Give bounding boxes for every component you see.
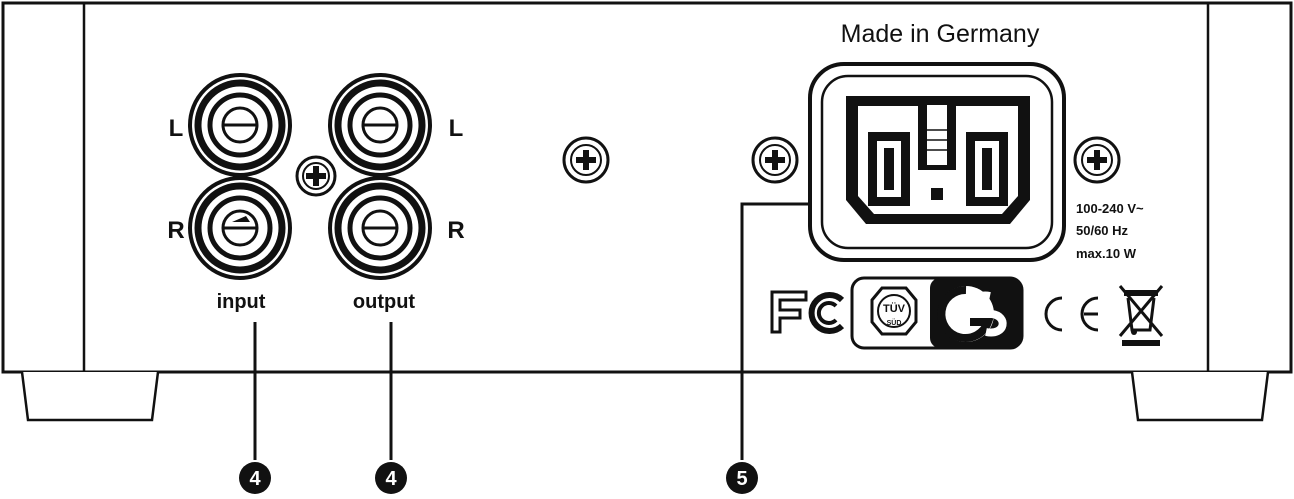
output-callout-number: 4 bbox=[385, 468, 397, 490]
spec-power: max.10 W bbox=[1076, 246, 1137, 261]
panel-screw-icon bbox=[562, 136, 610, 184]
power-right-screw-icon bbox=[1073, 136, 1121, 184]
left-foot bbox=[20, 371, 160, 422]
input-callout-number: 4 bbox=[249, 468, 261, 490]
tuv-label: TÜV bbox=[883, 302, 906, 315]
input-right-label: R bbox=[167, 217, 184, 244]
power-callout-number: 5 bbox=[736, 468, 747, 490]
rca-input-right-jack bbox=[188, 176, 292, 280]
input-caption: input bbox=[217, 291, 266, 313]
rca-output-left-jack bbox=[328, 73, 432, 177]
weee-crossed-bin-icon bbox=[1118, 285, 1164, 346]
chassis-outline bbox=[1, 1, 1293, 374]
output-left-label: L bbox=[449, 115, 464, 142]
rca-output-right-jack bbox=[328, 176, 432, 280]
power-callout-marker: 5 bbox=[726, 462, 758, 494]
tuv-gs-certification-badge: TÜV SÜD bbox=[850, 276, 1024, 350]
output-right-label: R bbox=[447, 217, 464, 244]
rca-input-left-jack bbox=[188, 73, 292, 177]
tuv-sub-label: SÜD bbox=[887, 318, 902, 327]
input-callout-marker: 4 bbox=[239, 462, 271, 494]
power-callout-line bbox=[740, 202, 812, 460]
ce-mark-icon bbox=[1044, 296, 1099, 332]
ground-screw-icon bbox=[295, 155, 337, 197]
right-foot bbox=[1130, 371, 1270, 422]
spec-voltage: 100-240 V~ bbox=[1076, 201, 1144, 216]
iec-power-inlet bbox=[808, 62, 1066, 262]
power-left-screw-icon bbox=[751, 136, 799, 184]
output-callout-marker: 4 bbox=[375, 462, 407, 494]
input-left-label: L bbox=[169, 115, 184, 142]
spec-frequency: 50/60 Hz bbox=[1076, 223, 1129, 238]
made-in-germany-label: Made in Germany bbox=[841, 20, 1040, 48]
fcc-logo-icon bbox=[770, 290, 845, 334]
output-caption: output bbox=[353, 291, 416, 313]
